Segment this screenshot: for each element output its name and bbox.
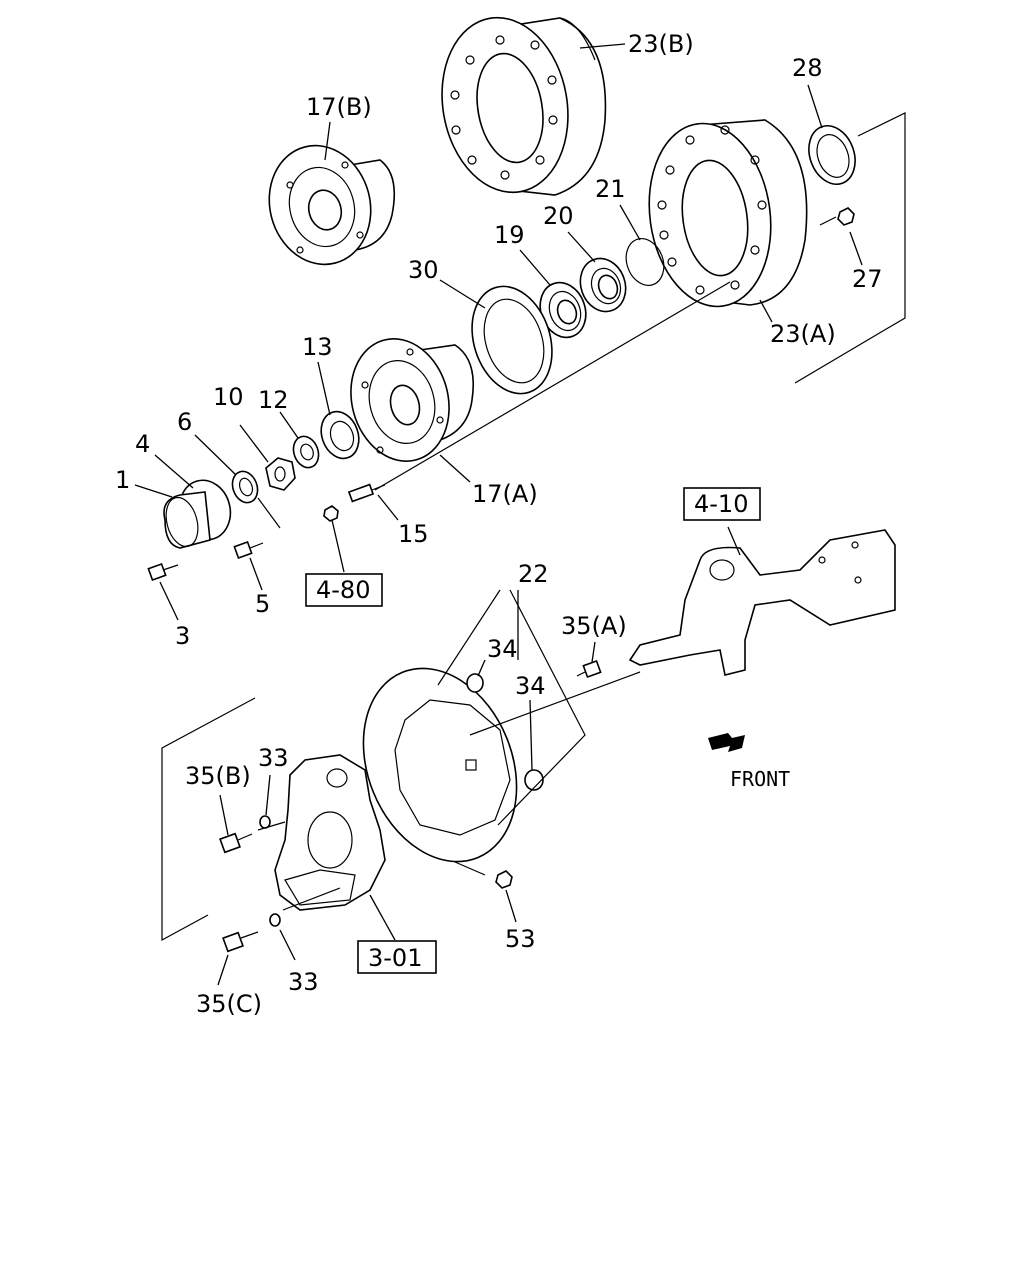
callout-12: 12	[258, 386, 289, 414]
callout-21: 21	[595, 175, 626, 203]
callout-17a: 17(A)	[472, 480, 538, 508]
callout-30: 30	[408, 256, 439, 284]
reference-4-10[interactable]: 4-10	[683, 487, 761, 521]
callout-23a: 23(A)	[770, 320, 836, 348]
washer-12	[292, 435, 320, 469]
nut-10	[265, 457, 296, 491]
callout-35c: 35(C)	[196, 990, 262, 1018]
callout-3: 3	[175, 622, 190, 650]
callout-22: 22	[518, 560, 549, 588]
leader-lines	[134, 43, 863, 986]
bolt-35c	[222, 931, 259, 953]
bearing-20	[579, 257, 627, 313]
plug-34-lower	[524, 769, 544, 791]
reference-4-10-label: 4-10	[694, 490, 748, 518]
callout-27: 27	[852, 265, 883, 293]
bolt-35a	[576, 659, 602, 679]
callout-1: 1	[115, 466, 130, 494]
reference-4-80[interactable]: 4-80	[305, 573, 383, 607]
nut-27	[837, 207, 855, 226]
axle-knuckle	[628, 529, 896, 676]
callout-4: 4	[135, 430, 150, 458]
callout-15: 15	[398, 520, 429, 548]
brake-drum-23a	[648, 119, 808, 308]
abs-ring-30	[471, 285, 553, 395]
washer-33-upper	[259, 815, 271, 829]
front-arrow-icon	[708, 733, 745, 752]
bearing-13	[320, 410, 360, 460]
callout-17b: 17(B)	[306, 93, 372, 121]
callout-34-upper: 34	[487, 635, 518, 663]
callout-33-upper: 33	[258, 744, 289, 772]
bearing-19	[539, 281, 587, 339]
washer-33-lower	[269, 913, 281, 927]
callout-5: 5	[255, 590, 270, 618]
bolt-5	[233, 540, 264, 560]
callout-labels: 23(B) 17(B) 28 27 21 20 19 30 23(A) 13 1…	[115, 30, 883, 1018]
brake-drum-23b	[441, 16, 607, 196]
callout-23b: 23(B)	[628, 30, 694, 58]
reference-3-01-label: 3-01	[368, 944, 422, 972]
callout-13: 13	[302, 333, 333, 361]
plug-34-upper	[466, 673, 484, 693]
callout-35b: 35(B)	[185, 762, 251, 790]
reference-4-80-label: 4-80	[316, 576, 370, 604]
assembly-lines	[161, 112, 906, 942]
oil-seal-28	[808, 125, 856, 185]
hub-cap-1	[163, 479, 232, 549]
callout-20: 20	[543, 202, 574, 230]
nut-4-80	[323, 505, 339, 522]
callout-34-lower: 34	[515, 672, 546, 700]
snap-ring-21	[625, 238, 665, 286]
callout-10: 10	[213, 383, 244, 411]
bolt-35b	[219, 832, 253, 854]
callout-28: 28	[792, 54, 823, 82]
anchor-plate	[274, 754, 386, 911]
callout-53: 53	[505, 925, 536, 953]
bolt-3	[147, 562, 179, 582]
hub-17b	[268, 144, 396, 266]
backing-plate-22	[362, 667, 518, 863]
callout-35a: 35(A)	[561, 612, 627, 640]
callout-33-lower: 33	[288, 968, 319, 996]
callout-19: 19	[494, 221, 525, 249]
hub-17a	[350, 338, 475, 462]
reference-3-01[interactable]: 3-01	[357, 940, 437, 974]
front-label: FRONT	[730, 767, 790, 791]
nut-53	[495, 870, 513, 889]
bearing-6	[231, 470, 259, 504]
callout-6: 6	[177, 408, 192, 436]
